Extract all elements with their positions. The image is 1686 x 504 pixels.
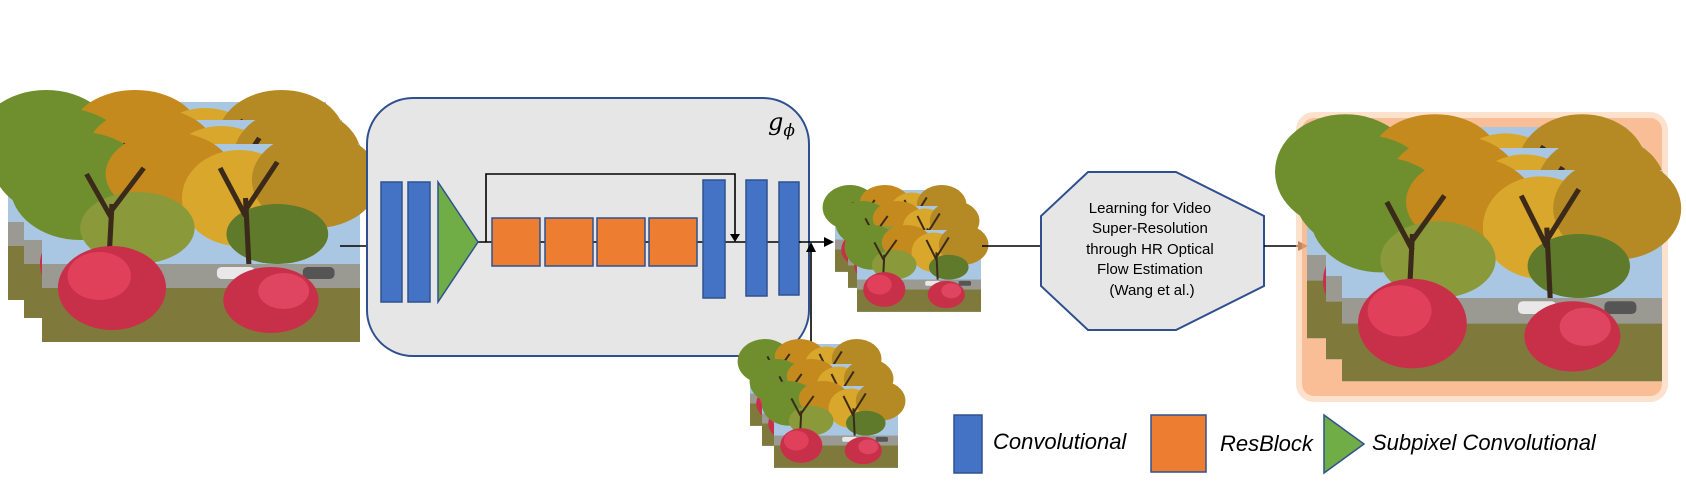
- input-frames: [0, 90, 379, 342]
- resblock-2: [544, 217, 594, 267]
- method-box: Learning for Video Super-Resolution thro…: [1040, 171, 1265, 331]
- lr-frames-arrowhead: [806, 242, 816, 252]
- lr-frame-3: [760, 380, 907, 469]
- conv-layer-4: [745, 179, 768, 297]
- network-panel: gϕ: [366, 97, 810, 357]
- conv-layer-1: [380, 181, 403, 303]
- conv-layer-3: [702, 179, 726, 299]
- method-text: Learning for Video Super-Resolution thro…: [1086, 200, 1218, 299]
- resblock-3: [596, 217, 646, 267]
- method-octagon: [1040, 171, 1265, 331]
- output-frame-3: [1310, 157, 1681, 381]
- resblock-1: [491, 217, 541, 267]
- input-frame-3: [10, 132, 379, 342]
- network-symbol: gϕ: [768, 108, 795, 141]
- legend-subpixel-label: Subpixel Convolutional: [1372, 430, 1597, 455]
- legend: Convolutional ResBlock Subpixel Convolut…: [953, 413, 1597, 475]
- legend-resblock-label: ResBlock: [1220, 431, 1314, 456]
- intermediate-frames: [821, 184, 990, 313]
- skip-arrowhead: [730, 234, 740, 242]
- resblock-4: [648, 217, 698, 267]
- legend-subpixel-swatch: [1323, 413, 1366, 475]
- conv-layer-2: [407, 181, 431, 303]
- skip-connection: [485, 173, 736, 242]
- conv-layer-5: [778, 181, 800, 296]
- legend-resblock-swatch: [1150, 414, 1207, 473]
- legend-conv-label: Convolutional: [993, 429, 1127, 454]
- output-frames: [1275, 112, 1681, 402]
- intermediate-frame-3: [843, 224, 990, 313]
- legend-conv-swatch: [953, 414, 983, 474]
- subpixel-conv-layer: [437, 179, 479, 305]
- lr-input-frames: [736, 338, 907, 469]
- network-output-arrowhead: [824, 237, 834, 247]
